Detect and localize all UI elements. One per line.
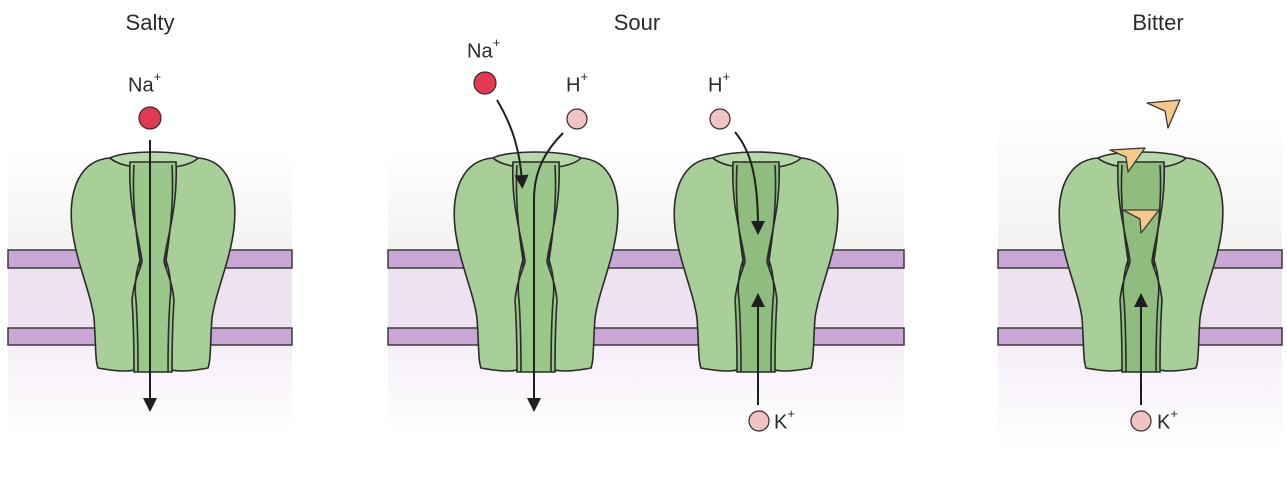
bitter-k-charge: + (1170, 406, 1178, 421)
sour-h-ion-2 (710, 109, 730, 129)
sour-h1-symbol: H (566, 75, 580, 97)
sour-panel (388, 72, 904, 435)
salty-channel (71, 152, 235, 372)
salty-panel (8, 107, 292, 435)
bitter-k-label: K+ (1157, 409, 1178, 435)
salty-na-ion (139, 107, 161, 129)
sour-h-ion-1 (567, 109, 587, 129)
bitter-k-ion (1131, 411, 1151, 431)
sour-h-label-2: H+ (708, 72, 730, 98)
sour-na-ion (474, 72, 496, 94)
salty-title: Salty (126, 10, 175, 36)
sour-na-charge: + (493, 35, 501, 50)
bitter-panel (998, 100, 1282, 455)
sour-membrane-lower (388, 328, 904, 345)
sour-title: Sour (614, 10, 660, 36)
sour-k-charge: + (787, 406, 795, 421)
sour-k-ion (749, 411, 769, 431)
sour-h2-symbol: H (708, 75, 722, 97)
salty-na-label: Na+ (128, 72, 161, 98)
sour-h-label-1: H+ (566, 72, 588, 98)
salty-na-symbol: Na (128, 75, 154, 97)
sour-below-membrane (388, 345, 904, 435)
sour-h1-charge: + (580, 69, 588, 84)
bitter-title: Bitter (1132, 10, 1183, 36)
sour-k-symbol: K (774, 412, 787, 434)
bitter-k-symbol: K (1157, 412, 1170, 434)
sour-na-label: Na+ (467, 38, 500, 64)
sour-k-label: K+ (774, 409, 795, 435)
salty-na-charge: + (154, 69, 162, 84)
sour-h2-charge: + (722, 69, 730, 84)
sour-na-symbol: Na (467, 41, 493, 63)
